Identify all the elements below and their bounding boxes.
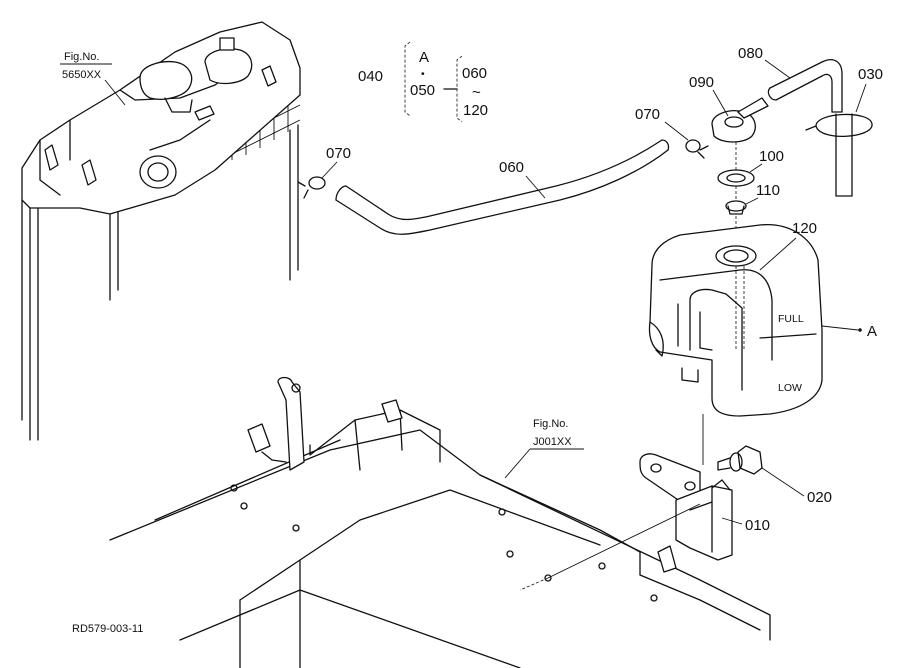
frame-fig-label: Fig.No. bbox=[533, 418, 568, 430]
callout-010: 010 bbox=[745, 517, 770, 534]
leader-080 bbox=[764, 59, 791, 79]
group-bracket bbox=[404, 41, 463, 123]
clamp-070-right bbox=[685, 139, 709, 159]
strainer-110 bbox=[725, 200, 747, 215]
frame-fig-number: J001XX bbox=[533, 436, 572, 448]
radiator-fig-number: 5650XX bbox=[62, 69, 102, 81]
cap-090 bbox=[711, 97, 769, 143]
reserve-tank-120 bbox=[648, 224, 823, 417]
callout-120-range: 120 bbox=[463, 102, 488, 119]
leader-010 bbox=[721, 517, 743, 525]
leader-100 bbox=[749, 163, 763, 173]
leader-070-right bbox=[664, 121, 689, 141]
frame-ref-leader bbox=[504, 448, 584, 479]
gasket-100 bbox=[717, 169, 755, 187]
leader-020 bbox=[761, 467, 805, 497]
tank-low-mark: LOW bbox=[778, 382, 802, 394]
tank-full-mark: FULL bbox=[778, 313, 804, 325]
group-letter-a: A bbox=[419, 49, 429, 66]
frame-assembly bbox=[109, 376, 771, 668]
clamp-070-left bbox=[297, 176, 326, 199]
callout-060-range: 060 bbox=[462, 65, 487, 82]
range-separator: ~ bbox=[472, 84, 481, 101]
callout-050: 050 bbox=[410, 82, 435, 99]
leader-120 bbox=[759, 237, 797, 271]
leader-110 bbox=[745, 197, 759, 205]
mount-line-hidden bbox=[519, 577, 549, 591]
bracket-010 bbox=[639, 453, 733, 561]
callout-070-right: 070 bbox=[635, 106, 660, 123]
bolt-020 bbox=[717, 445, 763, 475]
callout-090: 090 bbox=[689, 74, 714, 91]
leader-030 bbox=[855, 83, 867, 113]
callout-030: 030 bbox=[858, 66, 883, 83]
view-a-dot bbox=[858, 328, 862, 332]
leader-070-left bbox=[321, 161, 338, 179]
clip-030 bbox=[805, 113, 873, 197]
radiator-fig-label: Fig.No. bbox=[64, 51, 99, 63]
callout-040: 040 bbox=[358, 68, 383, 85]
group-dot: • bbox=[421, 68, 425, 80]
callout-120: 120 bbox=[792, 220, 817, 237]
callout-110: 110 bbox=[756, 182, 780, 199]
leader-view-a bbox=[821, 325, 859, 331]
callout-100: 100 bbox=[759, 148, 784, 165]
radiator-assembly bbox=[21, 21, 301, 441]
callout-080: 080 bbox=[738, 45, 763, 62]
view-a-label: A bbox=[867, 323, 877, 340]
radiator-ref-leader bbox=[60, 63, 126, 106]
drawing-code: RD579-003-11 bbox=[72, 623, 143, 635]
mount-line bbox=[547, 503, 701, 579]
leader-090 bbox=[712, 89, 729, 117]
hose-060 bbox=[335, 139, 670, 235]
callout-020: 020 bbox=[807, 489, 832, 506]
hose-080 bbox=[767, 59, 843, 113]
leader-060 bbox=[525, 175, 546, 199]
callout-070-left: 070 bbox=[326, 145, 351, 162]
callout-060: 060 bbox=[499, 159, 524, 176]
